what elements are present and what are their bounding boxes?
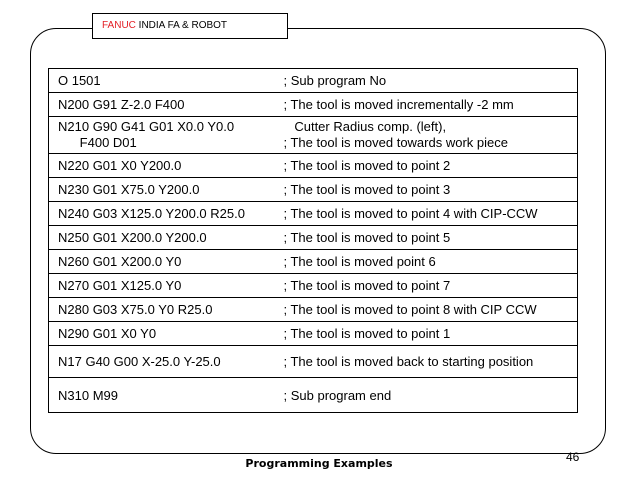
comment-cell: ; Sub program No (283, 68, 578, 93)
code-cell: N17 G40 G00 X-25.0 Y-25.0 (48, 345, 284, 378)
code-cell: N200 G91 Z-2.0 F400 (48, 92, 284, 117)
header-subtitle: INDIA FA & ROBOT (135, 20, 228, 31)
table-row: N17 G40 G00 X-25.0 Y-25.0 ; The tool is … (48, 345, 578, 378)
slide-frame (30, 28, 606, 454)
code-cell: O 1501 (48, 68, 284, 93)
table-row: N240 G03 X125.0 Y200.0 R25.0 ; The tool … (48, 201, 578, 226)
comment-cell: ; The tool is moved point 6 (283, 249, 578, 274)
table-row: N310 M99 ; Sub program end (48, 377, 578, 413)
comment-line: Cutter Radius comp. (left), (283, 119, 447, 134)
code-cell: N290 G01 X0 Y0 (48, 321, 284, 346)
comment-cell: ; The tool is moved back to starting pos… (283, 345, 578, 378)
comment-cell: Cutter Radius comp. (left), ; The tool i… (283, 116, 578, 154)
code-cell: N220 G01 X0 Y200.0 (48, 153, 284, 178)
table-row: N250 G01 X200.0 Y200.0 ; The tool is mov… (48, 225, 578, 250)
table-row: N220 G01 X0 Y200.0 ; The tool is moved t… (48, 153, 578, 178)
table-row: N280 G03 X75.0 Y0 R25.0 ; The tool is mo… (48, 297, 578, 322)
header-label: FANUC INDIA FA & ROBOT (92, 13, 288, 39)
page-number: 46 (566, 450, 580, 464)
comment-cell: ; The tool is moved to point 8 with CIP … (283, 297, 578, 322)
code-line: N210 G90 G41 G01 X0.0 Y0.0 (58, 119, 235, 134)
footer-title: Programming Examples (245, 457, 393, 470)
comment-line: ; The tool is moved towards work piece (283, 135, 508, 150)
brand-name: FANUC (102, 20, 136, 31)
comment-cell: ; The tool is moved to point 5 (283, 225, 578, 250)
code-cell: N310 M99 (48, 377, 284, 413)
code-cell: N210 G90 G41 G01 X0.0 Y0.0 F400 D01 (48, 116, 284, 154)
comment-cell: ; Sub program end (283, 377, 578, 413)
code-line: F400 D01 (58, 135, 137, 150)
table-row: N200 G91 Z-2.0 F400 ; The tool is moved … (48, 92, 578, 117)
code-cell: N250 G01 X200.0 Y200.0 (48, 225, 284, 250)
comment-cell: ; The tool is moved to point 2 (283, 153, 578, 178)
comment-cell: ; The tool is moved to point 7 (283, 273, 578, 298)
comment-cell: ; The tool is moved incrementally -2 mm (283, 92, 578, 117)
comment-cell: ; The tool is moved to point 4 with CIP-… (283, 201, 578, 226)
code-cell: N260 G01 X200.0 Y0 (48, 249, 284, 274)
table-row: N290 G01 X0 Y0 ; The tool is moved to po… (48, 321, 578, 346)
table-row: N260 G01 X200.0 Y0 ; The tool is moved p… (48, 249, 578, 274)
table-row: N270 G01 X125.0 Y0 ; The tool is moved t… (48, 273, 578, 298)
comment-cell: ; The tool is moved to point 1 (283, 321, 578, 346)
table-row: O 1501 ; Sub program No (48, 68, 578, 93)
table-row: N210 G90 G41 G01 X0.0 Y0.0 F400 D01 Cutt… (48, 116, 578, 154)
code-cell: N230 G01 X75.0 Y200.0 (48, 177, 284, 202)
comment-cell: ; The tool is moved to point 3 (283, 177, 578, 202)
code-cell: N270 G01 X125.0 Y0 (48, 273, 284, 298)
table-row: N230 G01 X75.0 Y200.0 ; The tool is move… (48, 177, 578, 202)
code-cell: N240 G03 X125.0 Y200.0 R25.0 (48, 201, 284, 226)
program-table: O 1501 ; Sub program No N200 G91 Z-2.0 F… (48, 68, 578, 413)
code-cell: N280 G03 X75.0 Y0 R25.0 (48, 297, 284, 322)
